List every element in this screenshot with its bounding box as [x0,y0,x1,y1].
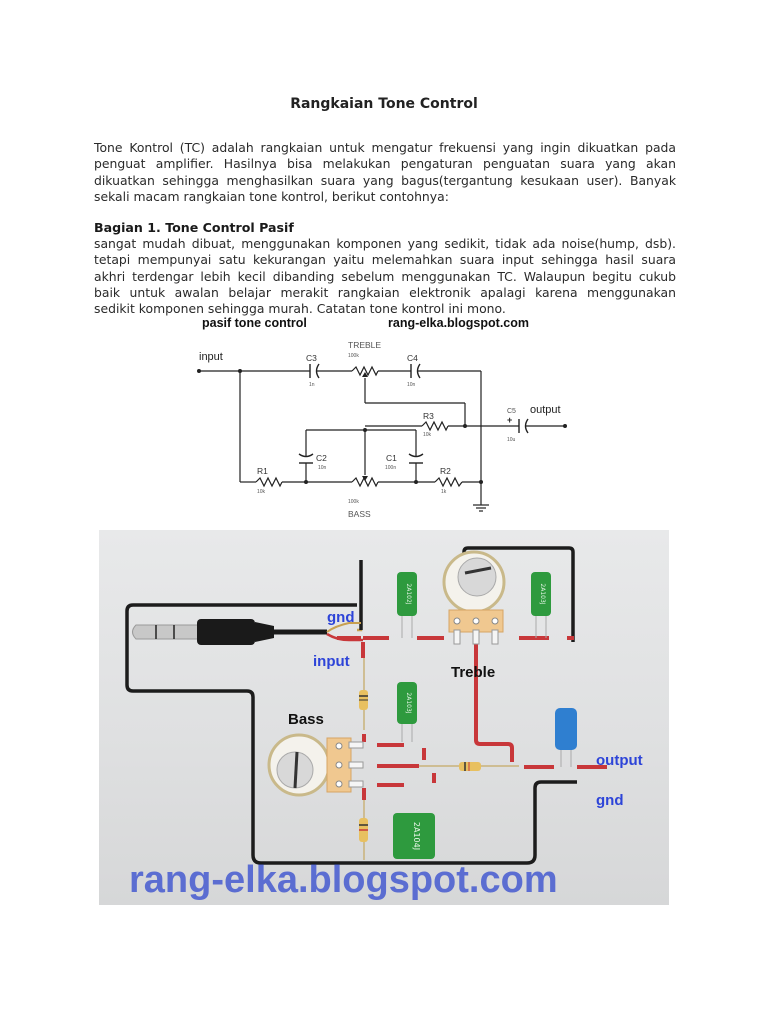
section-line: baik untuk awalan belajar merakit rangka… [94,284,676,300]
page-title: Rangkaian Tone Control [290,96,478,112]
intro-line: dikuatkan sehingga menghasilkan suara ya… [94,172,676,188]
gnd-input-label: gnd [327,609,355,626]
circuit-photo: 2A102J 2A103J 2A103J 2A104J [99,530,669,905]
r1-value: 10k [257,489,266,495]
section-line: tetapi mempunyai satu kekurangan yaitu m… [94,252,676,268]
input-label: input [199,351,223,363]
resistor-icon [359,818,368,842]
r2-label: R2 [440,466,451,476]
bass-pot-value: 100k [348,499,359,505]
output-label: output [596,752,643,769]
r2-value: 1k [441,489,447,495]
capacitor-icon: 2A103J [531,572,551,638]
intro-line: penguat amplifier. Hasilnya bisa melakuk… [94,156,676,172]
section-line: sedikit komponen sehingga murah. Catatan… [94,301,506,317]
intro-paragraph: Tone Kontrol (TC) adalah rangkaian untuk… [94,140,676,205]
bass-label: BASS [348,509,371,519]
c3-value: 1n [309,382,315,388]
svg-text:2A103J: 2A103J [405,692,412,713]
section-paragraph: sangat mudah dibuat, menggunakan kompone… [94,236,676,317]
svg-text:2A102J: 2A102J [405,583,412,604]
output-label: output [530,404,561,416]
c5-value: 10u [507,437,516,443]
c1-label: C1 [386,453,397,463]
svg-text:2A104J: 2A104J [412,822,421,850]
bass-potentiometer-icon [267,733,364,797]
treble-label: TREBLE [348,340,381,350]
gnd-output-label: gnd [596,792,624,809]
c2-value: 10n [318,465,327,471]
treble-potentiometer-icon [442,550,506,645]
resistor-icon [459,762,481,771]
section-line: sangat mudah dibuat, menggunakan kompone… [94,236,676,251]
treble-label: Treble [451,664,495,681]
c4-label: C4 [407,353,418,363]
capacitor-icon: 2A102J [397,572,417,638]
r1-label: R1 [257,466,268,476]
intro-line: Tone Kontrol (TC) adalah rangkaian untuk… [94,140,676,155]
resistor-icon [359,690,368,710]
capacitor-icon: 2A104J [393,813,435,859]
svg-text:2A103J: 2A103J [539,583,546,604]
treble-pot-value: 100k [348,353,359,359]
section-line: akhri terdengar lebih kecil dibanding se… [94,268,676,284]
bass-label: Bass [288,711,324,728]
input-label: input [313,653,350,670]
c5-label: C5 [507,408,516,415]
section-heading: Bagian 1. Tone Control Pasif [94,220,294,235]
c3-label: C3 [306,353,317,363]
schematic-diagram: pasif tone control rang-elka.blogspot.co… [190,312,590,524]
schematic-title: pasif tone control [202,316,307,330]
intro-line: sekali macam rangkaian tone kontrol, ber… [94,188,449,204]
r3-value: 10k [423,432,432,438]
capacitor-icon: 2A103J [397,682,417,742]
c5-polarity: + [507,415,512,425]
electrolytic-capacitor-icon [555,708,577,767]
r3-label: R3 [423,411,434,421]
c1-value: 100n [385,465,396,471]
watermark: rang-elka.blogspot.com [129,859,558,901]
schematic-source: rang-elka.blogspot.com [388,316,529,330]
c2-label: C2 [316,453,327,463]
c4-value: 10n [407,382,416,388]
audio-jack-icon [132,619,363,645]
